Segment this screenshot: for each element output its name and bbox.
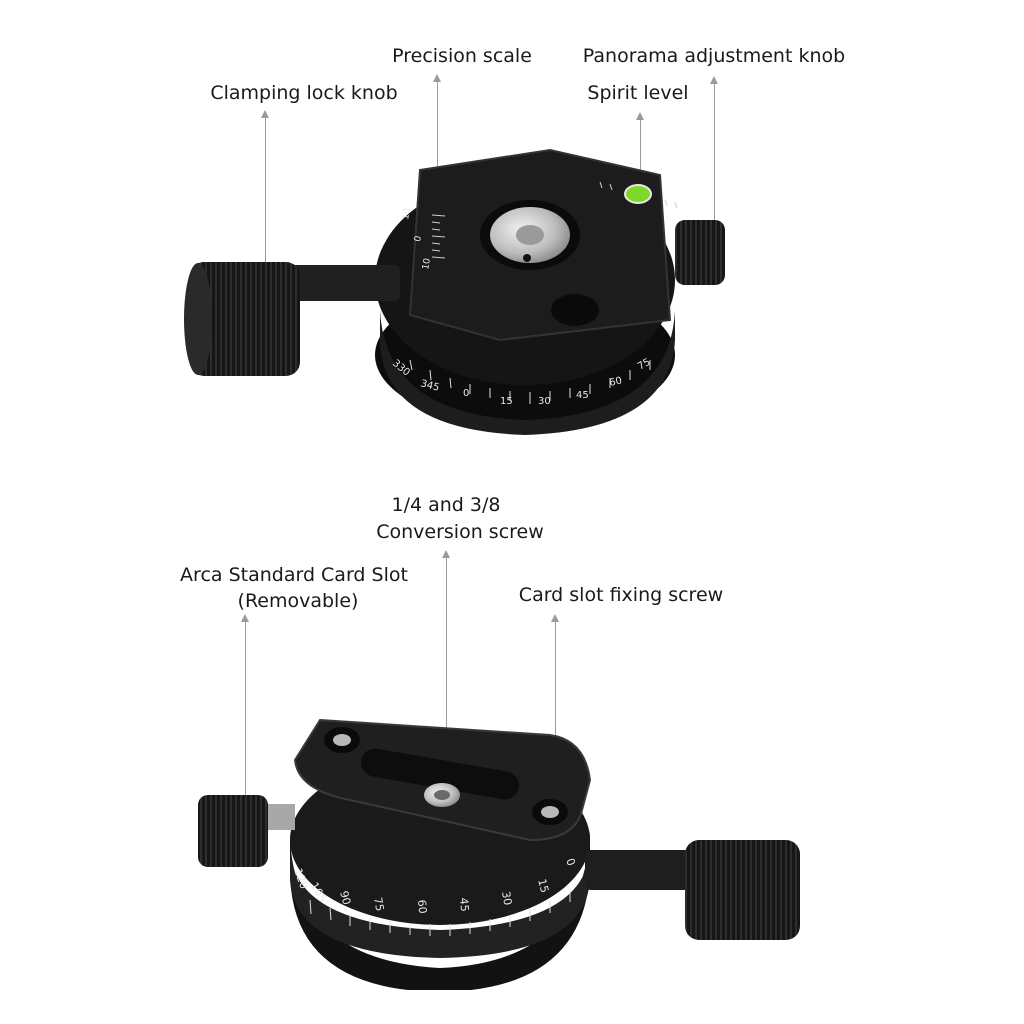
svg-text:60: 60 <box>608 376 623 389</box>
svg-text:75: 75 <box>371 896 386 912</box>
card-slot-fixing-screw-label: Card slot fixing screw <box>518 584 724 606</box>
svg-text:90: 90 <box>337 889 353 906</box>
card-slot-leader <box>245 620 246 812</box>
bottom-clamping-knob <box>585 840 800 940</box>
panorama-adjustment-knob <box>675 220 725 285</box>
bottom-left-knob <box>198 795 295 867</box>
fixing-screw-arrow <box>551 614 559 622</box>
bottom-panorama-clamp-image: 120 105 90 75 60 45 30 15 0 <box>198 718 800 990</box>
fixing-screw-leader <box>555 620 556 800</box>
card-slot-groove <box>361 748 519 800</box>
panorama-adjustment-knob-label: Panorama adjustment knob <box>582 45 846 67</box>
svg-text:60: 60 <box>415 899 429 914</box>
svg-text:45: 45 <box>457 897 471 912</box>
card-slot-fixing-screw-left <box>324 727 360 753</box>
card-slot-label-line1: Arca Standard Card Slot <box>180 564 408 586</box>
conversion-screw-label-line1: 1/4 and 3/8 <box>391 494 501 516</box>
precision-scale-arrow <box>433 74 441 82</box>
svg-text:10: 10 <box>421 257 433 270</box>
card-slot-label-line2: (Removable) <box>237 590 359 612</box>
conversion-screw-label-line2: Conversion screw <box>376 521 544 543</box>
svg-text:30: 30 <box>538 396 551 407</box>
svg-text:30: 30 <box>499 890 514 906</box>
clamping-lock-knob-label: Clamping lock knob <box>210 82 398 104</box>
panorama-knob-arrow <box>710 76 718 84</box>
precision-scale-label: Precision scale <box>392 45 532 67</box>
spirit-level-bubble <box>624 184 652 204</box>
svg-text:0: 0 <box>563 857 578 868</box>
clamping-lock-knob <box>184 262 300 376</box>
svg-text:15: 15 <box>500 396 513 407</box>
panorama-knob-leader <box>714 82 715 232</box>
spirit-level-arrow <box>636 112 644 120</box>
conversion-screw-leader <box>446 556 447 782</box>
svg-text:345: 345 <box>419 378 440 394</box>
top-panorama-clamp-image: 10 0 10 330 345 0 15 30 45 60 75 <box>184 148 725 435</box>
spirit-level-leader <box>640 118 641 188</box>
bottom-dial-ticks <box>309 890 571 936</box>
precision-scale-numbers: 10 0 10 <box>401 207 433 270</box>
svg-text:0: 0 <box>463 388 469 399</box>
svg-text:0: 0 <box>413 235 424 243</box>
clamping-knob-arrow <box>261 110 269 118</box>
card-slot-arrow <box>241 614 249 622</box>
card-slot-fixing-screw-right <box>532 799 568 825</box>
spirit-level-scale <box>599 181 678 209</box>
bottom-dial-band <box>290 850 590 958</box>
svg-text:45: 45 <box>576 390 589 401</box>
conversion-screw-arrow <box>442 550 450 558</box>
precision-scale-ticks <box>431 214 446 259</box>
top-plate-slot <box>551 294 599 326</box>
clamping-knob-leader <box>265 116 266 292</box>
svg-text:15: 15 <box>535 877 551 894</box>
top-clamp-rod <box>290 265 400 301</box>
svg-text:10: 10 <box>401 207 413 220</box>
spirit-level-label: Spirit level <box>587 82 689 104</box>
top-dial-ticks <box>409 359 651 404</box>
